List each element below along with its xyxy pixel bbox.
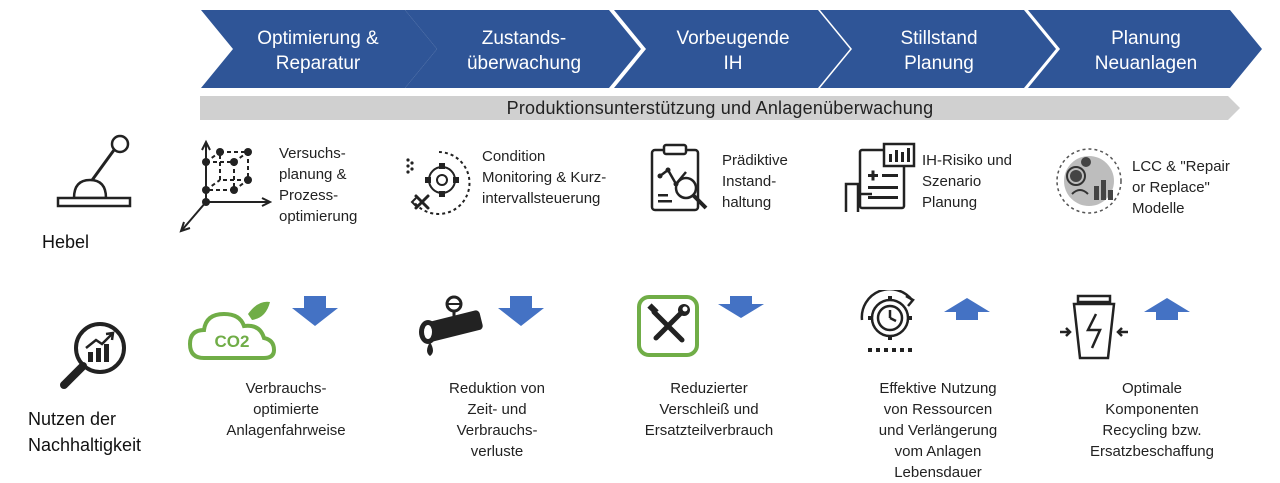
clock-gear-icon [860, 290, 915, 352]
lever-label-1: Versuchs- planung & Prozess- optimierung [279, 145, 358, 225]
benefit-label-5: Optimale Komponenten Recycling bzw. Ersa… [1090, 380, 1214, 460]
phase-label-1: Optimierung & Reparatur [257, 28, 379, 74]
down-arrow-icon-1 [292, 296, 338, 326]
tools-icon [637, 295, 699, 357]
gear-monitor-icon [406, 151, 471, 215]
co2-cloud-icon: CO2 [187, 301, 277, 360]
lever-label-5: LCC & "Repair or Replace" Modelle [1132, 158, 1230, 217]
levers-row-label: Hebel [42, 232, 90, 252]
phase-chevrons [200, 10, 1262, 120]
benefits-row-label: Nutzen der Nachhaltigkeit [28, 409, 142, 455]
leaking-pipe-icon [419, 295, 483, 356]
magnifier-chart-icon [60, 322, 126, 389]
co2-text: CO2 [215, 332, 250, 351]
lifecycle-model-icon [1056, 148, 1122, 214]
up-arrow-icon-1 [944, 298, 990, 320]
banner-arrow [200, 96, 1240, 120]
down-arrow-icon-3 [718, 296, 764, 318]
phase-chevron-1 [201, 10, 437, 88]
phase-label-2: Zustands- überwachung [466, 28, 582, 74]
lever-label-2: Condition Monitoring & Kurz- intervallst… [482, 148, 607, 207]
clipboard-analysis-icon [650, 143, 708, 212]
phase-chevron-5 [1028, 10, 1262, 88]
benefit-label-3: Reduzierter Verschleiß und Ersatzteilver… [644, 380, 774, 439]
phase-label-3: Vorbeugende IH [676, 28, 790, 74]
cube-graph-icon [179, 139, 272, 233]
lever-label-4: IH-Risiko und Szenario Planung [922, 152, 1013, 211]
down-arrow-icon-2 [498, 296, 544, 326]
lever-label-3: Prädiktive Instand- haltung [722, 152, 788, 211]
risk-report-icon [844, 142, 916, 212]
phase-chevron-2 [405, 10, 641, 88]
up-arrow-icon-2 [1144, 298, 1190, 320]
benefit-label-1: Verbrauchs- optimierte Anlagenfahrweise [226, 380, 346, 439]
lever-icon [56, 134, 132, 208]
benefit-label-4: Effektive Nutzung von Ressourcen und Ver… [878, 380, 998, 481]
phase-chevron-4 [820, 10, 1056, 88]
benefit-label-2: Reduktion von Zeit- und Verbrauchs- verl… [449, 380, 545, 460]
phase-label-4: Stillstand Planung [900, 28, 978, 74]
recycle-bin-icon [1060, 294, 1128, 360]
phase-label-5: Planung Neuanlagen [1094, 28, 1198, 74]
banner-label: Produktionsunterstützung und Anlagenüber… [506, 97, 934, 118]
phase-chevron-3 [614, 10, 850, 88]
